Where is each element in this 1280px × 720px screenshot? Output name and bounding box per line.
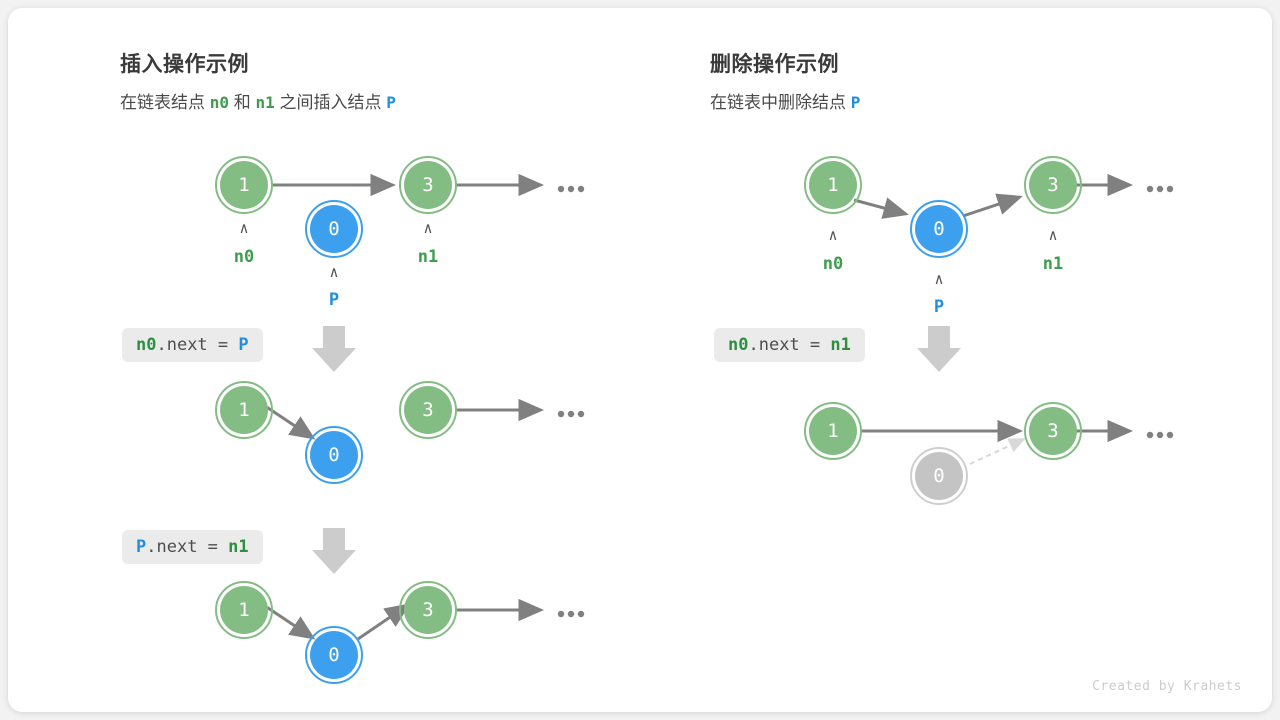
node-value: 1 [827, 420, 838, 442]
node-1-insert-step1: 1 [215, 156, 273, 214]
node-3-delete-step2: 3 [1024, 402, 1082, 460]
code-label-insert-step3: P.next = n1 [122, 530, 263, 565]
caret-icon: ∧ [828, 226, 837, 244]
marker-label-p: P [934, 297, 944, 317]
subtitle-var-n1: n1 [255, 93, 275, 112]
subtitle-text-1: 在链表结点 [120, 93, 205, 112]
link-n0-to-p [264, 404, 316, 440]
insert-step3-graph: 1 0 3 [215, 581, 585, 684]
caret-icon: ∧ [329, 263, 338, 281]
node-3-insert-step3: 3 [399, 581, 457, 639]
caret-icon: ∧ [934, 270, 943, 288]
subtitle-delete-var-p: P [850, 93, 861, 112]
panel-insert-title: 插入操作示例 [120, 53, 249, 76]
marker-label-n0: n0 [823, 254, 843, 274]
node-3-insert-step2: 3 [399, 381, 457, 439]
ellipsis-icon [557, 410, 585, 418]
code-label-insert-step2: n0.next = P [122, 328, 263, 363]
step-arrow-down-icon-1 [312, 326, 356, 372]
node-value: 0 [933, 218, 944, 240]
node-1-delete-step1: 1 [804, 156, 862, 214]
subtitle-var-n0: n0 [209, 93, 229, 112]
marker-label-n1: n1 [1043, 254, 1063, 274]
subtitle-text-3: 之间插入结点 [279, 93, 382, 112]
node-value: 1 [238, 174, 249, 196]
panel-delete: 删除操作示例 在链表中删除结点 P n0.next = n1 [588, 8, 1188, 712]
node-value: 3 [422, 399, 433, 421]
diagram-graphics: 1 0 3 ∧ n0 ∧ n1 ∧ P [215, 156, 1174, 684]
node-value: 3 [1047, 420, 1058, 442]
subtitle-text-2: 和 [233, 93, 251, 112]
delete-step2-graph: 1 0 3 [804, 402, 1174, 505]
code-token-p: P [238, 335, 249, 355]
step-arrow-down-icon-2 [312, 528, 356, 574]
node-value: 3 [422, 599, 433, 621]
code-label-delete-step2: n0.next = n1 [714, 328, 865, 363]
code-token-n1: n1 [228, 537, 249, 557]
node-value: 1 [827, 174, 838, 196]
node-1-delete-step2: 1 [804, 402, 862, 460]
ellipsis-icon [1146, 185, 1174, 193]
caret-icon: ∧ [239, 219, 248, 237]
node-value: 0 [328, 218, 339, 240]
caret-icon: ∧ [423, 219, 432, 237]
insert-step2-graph: 1 0 3 [215, 381, 585, 484]
ellipsis-icon [1146, 431, 1174, 439]
node-0-insert-step2: 0 [305, 426, 363, 484]
diagram-card: 插入操作示例 在链表结点 n0 和 n1 之间插入结点 P n0.next = … [8, 8, 1272, 712]
ellipsis-icon [557, 610, 585, 618]
panel-insert-subtitle: 在链表结点 n0 和 n1 之间插入结点 P [120, 88, 396, 113]
code-token-n0-del: n0 [728, 335, 749, 355]
code-token-next-assign2: .next = [146, 537, 229, 557]
node-3-insert-step1: 3 [399, 156, 457, 214]
delete-step1-graph: 1 0 3 ∧ n0 ∧ n1 ∧ P [804, 156, 1174, 317]
code-token-p2: P [136, 537, 147, 557]
node-0-insert-step1: 0 [305, 200, 363, 258]
subtitle-delete-text-1: 在链表中删除结点 [710, 93, 846, 112]
node-0-insert-step3: 0 [305, 626, 363, 684]
link-n0-to-p [853, 197, 909, 219]
node-0-deleted: 0 [910, 447, 968, 505]
node-value: 3 [1047, 174, 1058, 196]
marker-label-p: P [329, 290, 339, 310]
credit-text: Created by Krahets [1092, 679, 1242, 694]
panel-delete-subtitle: 在链表中删除结点 P [710, 88, 860, 113]
panel-delete-title: 删除操作示例 [710, 53, 839, 76]
link-p-to-n1 [962, 193, 1023, 218]
node-1-insert-step2: 1 [215, 381, 273, 439]
panel-insert: 插入操作示例 在链表结点 n0 和 n1 之间插入结点 P n0.next = … [8, 8, 608, 712]
node-1-insert-step3: 1 [215, 581, 273, 639]
insert-step1-graph: 1 0 3 ∧ n0 ∧ n1 ∧ P [215, 156, 585, 310]
subtitle-var-p: P [386, 93, 396, 112]
node-value: 0 [328, 444, 339, 466]
code-token-n0: n0 [136, 335, 157, 355]
step-arrow-down-icon-3 [917, 326, 961, 372]
node-value: 3 [422, 174, 433, 196]
link-n0-to-p [264, 604, 316, 640]
node-0-delete-step1: 0 [910, 200, 968, 258]
code-token-next-assign: .next = [156, 335, 239, 355]
marker-label-n1: n1 [418, 247, 438, 267]
node-value: 1 [238, 399, 249, 421]
marker-label-n0: n0 [234, 247, 254, 267]
node-value: 1 [238, 599, 249, 621]
code-token-next-assign-del: .next = [748, 335, 831, 355]
link-deleted-dashed [969, 438, 1026, 465]
node-value: 0 [328, 644, 339, 666]
node-3-delete-step1: 3 [1024, 156, 1082, 214]
code-token-n1-del: n1 [830, 335, 851, 355]
caret-icon: ∧ [1048, 226, 1057, 244]
node-value: 0 [933, 465, 944, 487]
ellipsis-icon [557, 185, 585, 193]
